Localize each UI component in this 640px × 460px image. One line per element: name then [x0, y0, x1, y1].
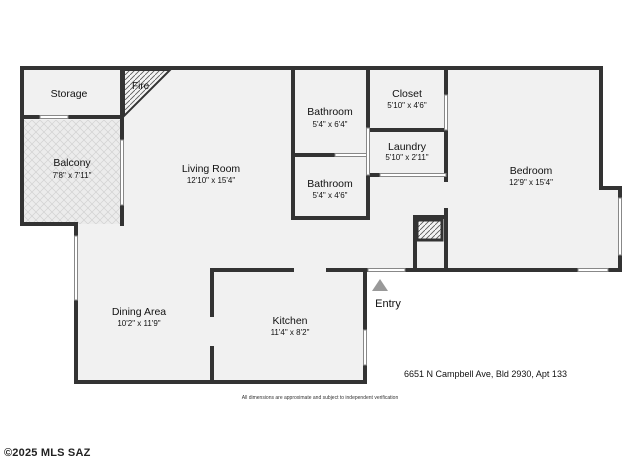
balcony-dims: 7'8" x 7'11" [53, 171, 92, 180]
walls [20, 66, 622, 384]
balcony-floor [22, 120, 122, 224]
closet-dims: 5'10" x 4'6" [387, 101, 427, 110]
laundry-dims: 5'10" x 2'11" [385, 153, 428, 162]
living-room-label: Living Room [182, 163, 241, 175]
windows [39, 94, 622, 366]
dining-area-label: Dining Area [112, 306, 166, 318]
property-address: 6651 N Campbell Ave, Bld 2930, Apt 133 [404, 369, 567, 379]
fire-label: Fire [132, 81, 150, 92]
dining-area-dims: 10'2" x 11'9" [117, 319, 160, 328]
living-room-dims: 12'10" x 15'4" [187, 176, 235, 185]
laundry-label: Laundry [388, 141, 427, 153]
shaft-hatch [415, 218, 444, 242]
disclaimer-text: All dimensions are approximate and subje… [241, 395, 399, 401]
balcony-label: Balcony [53, 157, 91, 169]
entry-label: Entry [375, 298, 401, 310]
bathroom-1-label: Bathroom [307, 106, 353, 118]
bedroom-dims: 12'9" x 15'4" [509, 178, 553, 187]
copyright-text: ©2025 MLS SAZ [4, 447, 91, 459]
bathroom-1-dims: 5'4" x 6'4" [313, 120, 348, 129]
storage-label: Storage [51, 88, 88, 100]
bedroom-label: Bedroom [510, 165, 553, 177]
entry-arrow-icon [372, 279, 388, 291]
kitchen-dims: 11'4" x 8'2" [271, 328, 310, 337]
kitchen-label: Kitchen [272, 315, 307, 327]
closet-label: Closet [392, 88, 422, 100]
bathroom-2-label: Bathroom [307, 178, 353, 190]
bathroom-2-dims: 5'4" x 4'6" [313, 191, 348, 200]
